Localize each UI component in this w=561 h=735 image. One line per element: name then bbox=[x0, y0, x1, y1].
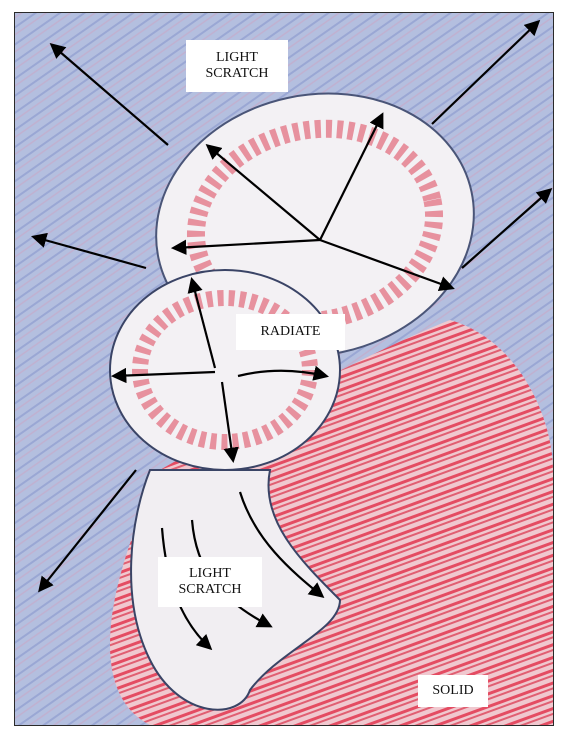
label-solid-text: SOLID bbox=[432, 683, 473, 699]
label-light-scratch-top: LIGHT SCRATCH bbox=[186, 40, 288, 92]
label-top-line1: LIGHT bbox=[216, 50, 258, 66]
label-top-line2: SCRATCH bbox=[205, 66, 268, 82]
label-bottom-line1: LIGHT bbox=[189, 566, 231, 582]
label-bottom-line2: SCRATCH bbox=[178, 582, 241, 598]
label-solid: SOLID bbox=[418, 675, 488, 707]
label-radiate: RADIATE bbox=[236, 314, 345, 350]
label-radiate-text: RADIATE bbox=[261, 324, 321, 340]
label-light-scratch-bottom: LIGHT SCRATCH bbox=[158, 557, 262, 607]
